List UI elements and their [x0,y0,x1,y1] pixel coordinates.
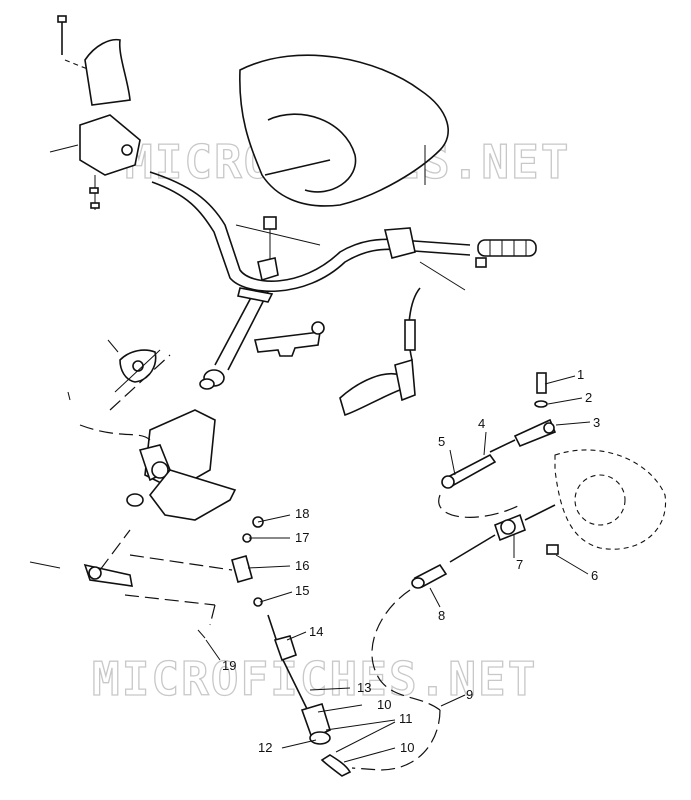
callout-10b: 10 [400,740,414,755]
watermark-bottom: MICROFICHES.NET [92,652,537,706]
callout-5: 5 [438,434,445,449]
handlebar [149,171,537,292]
bracket [254,321,325,357]
callout-19: 19 [222,658,236,673]
callout-1: 1 [577,367,584,382]
callout-14: 14 [309,624,323,639]
tie-rod-upper [438,372,667,555]
callout-11a: 11 [399,711,413,726]
callout-15: 15 [295,583,309,598]
leader-lines [205,375,591,763]
throttle-cable [339,287,421,417]
callout-10a: 10 [377,697,391,712]
callout-9: 9 [466,687,473,702]
callout-2: 2 [585,390,592,405]
callout-4: 4 [478,416,485,431]
callout-18: 18 [295,506,309,521]
steering-column [67,339,237,521]
callout-numbers: 1 2 3 4 5 6 7 8 9 10 11 12 13 14 15 16 1… [222,367,600,755]
callout-7: 7 [516,557,523,572]
pitman-arm [29,529,233,639]
callout-6: 6 [591,568,598,583]
callout-3: 3 [593,415,600,430]
switch-assembly [49,15,141,210]
callout-17: 17 [295,530,309,545]
steering-post [199,287,274,390]
callout-12: 12 [258,740,272,755]
callout-8: 8 [438,608,445,623]
tie-rod-end [231,516,352,777]
callout-13: 13 [357,680,371,695]
handlebar-pad [239,54,449,207]
tie-rod-lower [351,504,556,771]
callout-16: 16 [295,558,309,573]
